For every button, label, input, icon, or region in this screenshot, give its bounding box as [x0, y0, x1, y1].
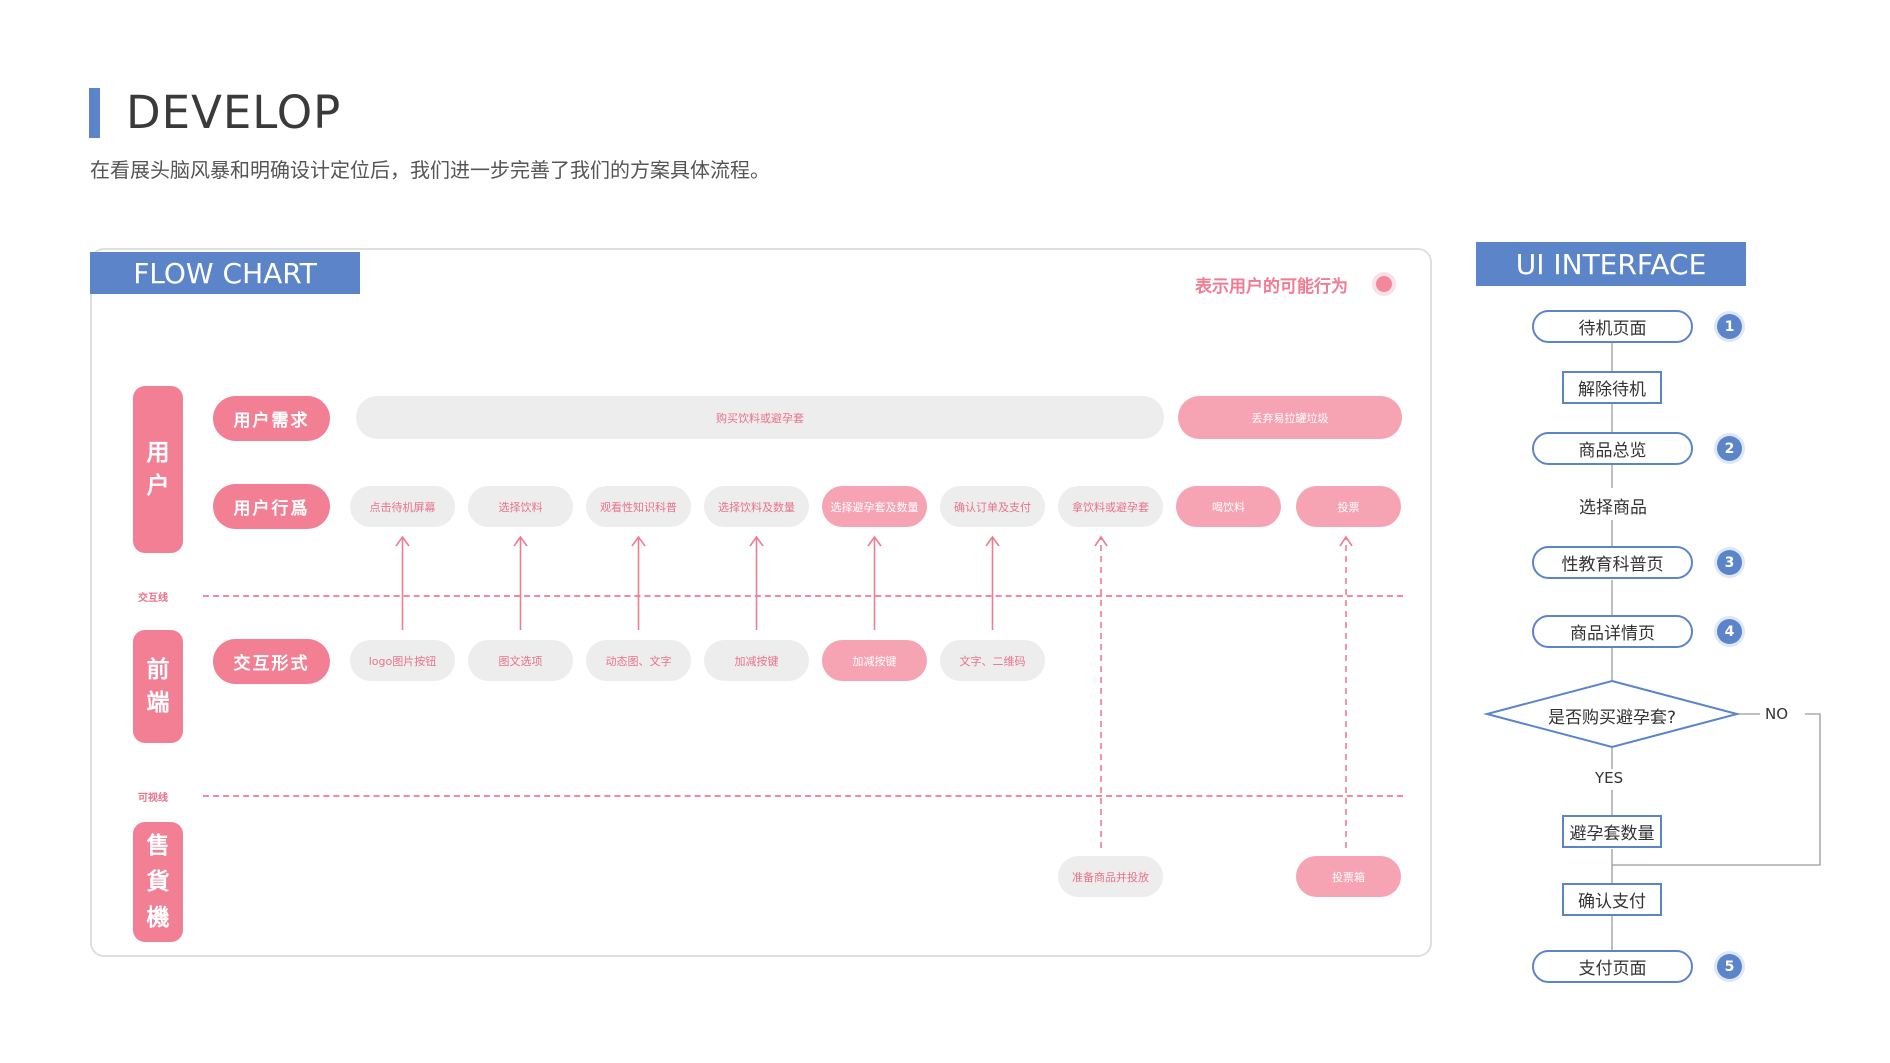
lane-vending-char: 貨: [146, 869, 170, 895]
decision-no-label: NO: [1765, 705, 1789, 723]
arrow-head: [1339, 535, 1353, 547]
arrow-up: [867, 535, 882, 630]
legend-text: 表示用户的可能行为: [1195, 277, 1348, 297]
interaction-item: 加减按键: [822, 640, 927, 681]
behavior-item: 拿饮料或避孕套: [1058, 486, 1163, 527]
behavior-item: 选择饮料及数量: [704, 486, 809, 527]
interaction-item: 图文选项: [468, 640, 573, 681]
behavior-item: 喝饮料: [1176, 486, 1281, 527]
interaction-item: 文字、二维码: [940, 640, 1045, 681]
behavior-item: 确认订单及支付: [940, 486, 1045, 527]
node-detail: 商品详情页: [1532, 615, 1693, 648]
badge-1: 1: [1717, 314, 1742, 339]
lane-vending-char: 售: [146, 833, 170, 859]
lane-frontend-char: 端: [146, 689, 170, 716]
lane-user-char: 户: [146, 472, 170, 499]
page-title: DEVELOP: [126, 86, 342, 139]
interaction-item: 动态图、文字: [586, 640, 691, 681]
behavior-item: 投票: [1296, 486, 1401, 527]
behavior-item: 选择饮料: [468, 486, 573, 527]
flow-chart-panel: [90, 248, 1432, 957]
legend-dot-icon: [1376, 276, 1392, 292]
ui-connector: [1612, 713, 1821, 866]
decision-yes-label: YES: [1595, 769, 1624, 787]
row-label-needs: 用户需求: [213, 396, 330, 441]
lane-user: 用 户: [133, 386, 183, 553]
ui-interface-tag: UI INTERFACE: [1476, 242, 1746, 286]
need-item: 购买饮料或避孕套: [356, 396, 1164, 439]
row-label-behavior: 用户行爲: [213, 484, 330, 529]
page-subtitle: 在看展头脑风暴和明确设计定位后，我们进一步完善了我们的方案具体流程。: [90, 158, 770, 182]
badge-2: 2: [1717, 436, 1742, 461]
node-standby: 待机页面: [1532, 310, 1693, 343]
interaction-item: 加减按键: [704, 640, 809, 681]
node-decision: 是否购买避孕套?: [1547, 708, 1677, 728]
node-sexed: 性教育科普页: [1532, 546, 1693, 579]
row-label-interaction: 交互形式: [213, 639, 330, 684]
lane-vending-char: 機: [146, 905, 170, 931]
arrow-up: [985, 535, 1000, 630]
vending-item: 准备商品并投放: [1058, 856, 1163, 897]
arrow-head: [1094, 535, 1108, 547]
decision-diamond: [1483, 679, 1741, 749]
vending-item: 投票箱: [1296, 856, 1401, 897]
badge-4: 4: [1717, 619, 1742, 644]
behavior-item: 点击待机屏幕: [350, 486, 455, 527]
node-qty: 避孕套数量: [1562, 815, 1662, 848]
arrow-up: [749, 535, 764, 630]
lane-frontend: 前 端: [133, 630, 183, 743]
badge-3: 3: [1717, 550, 1742, 575]
flow-chart-tag: FLOW CHART: [90, 252, 360, 294]
title-accent-bar: [89, 88, 100, 138]
visible-line: [203, 795, 1403, 797]
lane-frontend-char: 前: [146, 656, 170, 683]
arrow-up: [395, 535, 410, 630]
lane-user-char: 用: [146, 439, 170, 466]
arrow-up: [513, 535, 528, 630]
arrow-up: [631, 535, 646, 630]
lane-vending: 售 貨 機: [133, 822, 183, 942]
node-confirm: 确认支付: [1562, 883, 1662, 916]
node-pay: 支付页面: [1532, 950, 1693, 983]
visible-line-label: 可视线: [138, 793, 168, 804]
interaction-line: [203, 595, 1403, 597]
need-item: 丢弃易拉罐垃圾: [1178, 396, 1402, 439]
interaction-line-label: 交互线: [138, 593, 168, 604]
node-overview: 商品总览: [1532, 432, 1693, 465]
behavior-item: 观看性知识科普: [586, 486, 691, 527]
behavior-item: 选择避孕套及数量: [822, 486, 927, 527]
interaction-item: logo图片按钮: [350, 640, 455, 681]
badge-5: 5: [1717, 954, 1742, 979]
node-unlock: 解除待机: [1562, 371, 1662, 404]
node-select: 选择商品: [1579, 498, 1647, 518]
